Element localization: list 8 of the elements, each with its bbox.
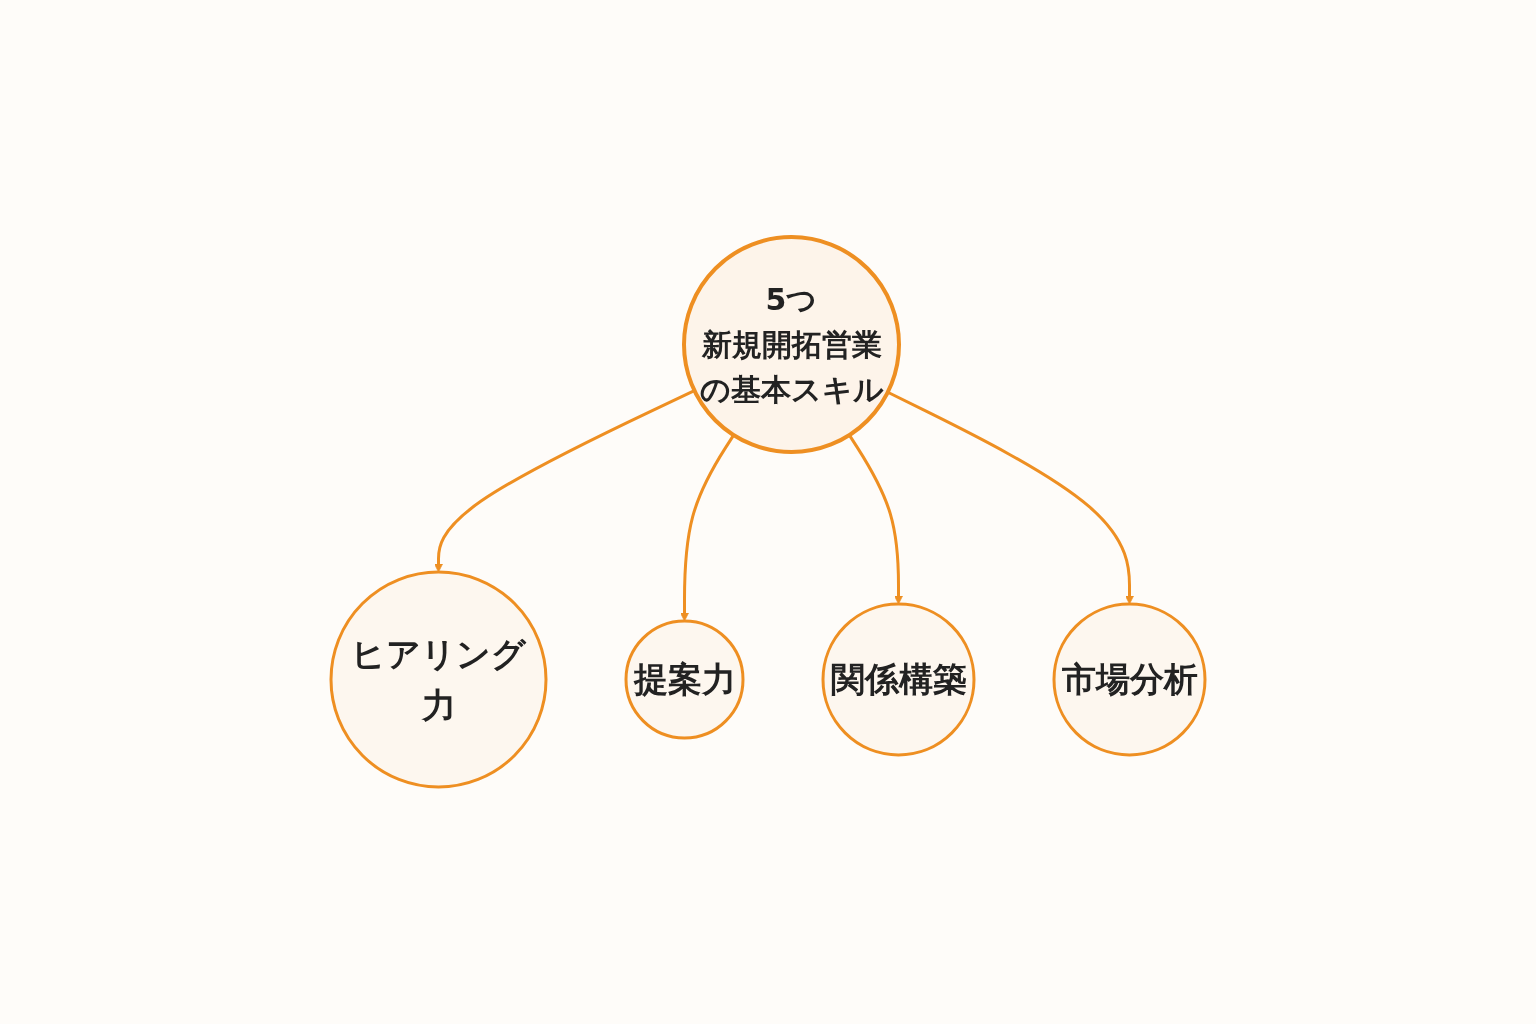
arrow: [848, 434, 903, 605]
arrow: [434, 389, 696, 573]
arrow: [887, 390, 1134, 605]
arrow: [680, 434, 735, 622]
node-circle: 市場分析: [1052, 602, 1207, 757]
node-circle: 関係構築: [821, 602, 976, 757]
node-circle: 5つ 新規開拓営業の基本スキル: [682, 235, 901, 454]
node-circle: ヒアリング力: [329, 570, 548, 789]
